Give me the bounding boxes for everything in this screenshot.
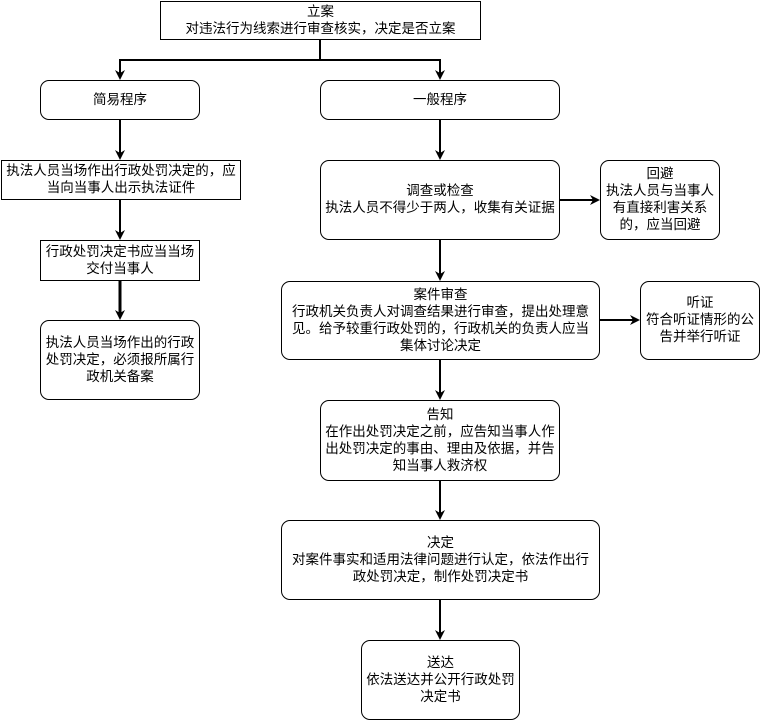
node-decision-text-line: 对案件事实和适用法律问题进行认定，依法作出行: [292, 551, 589, 568]
node-notification-title: 告知: [426, 406, 454, 423]
node-decision: 决定 对案件事实和适用法律问题进行认定，依法作出行 政处罚决定，制作处罚决定书: [281, 520, 600, 600]
node-investigation-title: 调查或检查: [406, 183, 474, 199]
node-filing-text-line: 对违法行为线索进行审查核实，决定是否立案: [185, 20, 456, 37]
node-recusal-text-line: 的，应当回避: [619, 217, 701, 233]
node-delivery-text-line: 依法送达并公开行政处罚: [366, 671, 515, 688]
node-notification-text-line: 知当事人救济权: [392, 457, 488, 474]
node-notification-text-line: 在作出处罚决定之前，应告知当事人作: [325, 423, 555, 440]
node-delivery-text-line: 决定书: [420, 688, 461, 705]
node-filing-title: 立案: [307, 3, 334, 20]
node-investigation: 调查或检查 执法人员不得少于两人，收集有关证据: [320, 160, 560, 240]
node-simple-procedure: 简易程序: [40, 80, 200, 120]
node-recusal-text-line: 执法人员与当事人: [606, 183, 714, 199]
node-onsite-decision: 执法人员当场作出行政处罚决定的，应 当向当事人出示执法证件: [1, 160, 241, 200]
node-hearing-text-line: 告并举行听证: [659, 329, 741, 345]
node-case-review: 案件审查 行政机关负责人对调查结果进行审查，提出处理意 见。给予较重行政处罚的，…: [281, 281, 600, 360]
node-case-review-text-line: 集体讨论决定: [400, 337, 481, 354]
node-simple-procedure-title: 简易程序: [93, 91, 147, 108]
node-general-procedure-title: 一般程序: [413, 91, 467, 108]
node-delivery-title: 送达: [427, 654, 454, 671]
node-recusal-title: 回避: [646, 166, 674, 182]
node-notification: 告知 在作出处罚决定之前，应告知当事人作 出处罚决定的事由、理由及依据，并告 知…: [320, 400, 560, 481]
node-case-review-title: 案件审查: [413, 286, 468, 303]
node-general-procedure: 一般程序: [320, 80, 560, 120]
node-onsite-decision-text-line: 执法人员当场作出行政处罚决定的，应: [6, 163, 236, 179]
node-hearing-text-line: 符合听证情形的公: [646, 312, 754, 328]
node-recusal-text-line: 有直接利害关系: [612, 200, 708, 216]
node-hearing-title: 听证: [686, 295, 714, 311]
node-record-filing-text-line: 处罚决定，必须报所属行: [45, 351, 195, 368]
node-case-review-text-line: 见。给予较重行政处罚的，行政机关的负责人应当: [292, 320, 589, 337]
node-investigation-text-line: 执法人员不得少于两人，收集有关证据: [325, 200, 555, 216]
node-deliver-onsite: 行政处罚决定书应当当场 交付当事人: [40, 240, 200, 281]
node-recusal: 回避 执法人员与当事人 有直接利害关系 的，应当回避: [600, 160, 720, 240]
node-filing: 立案 对违法行为线索进行审查核实，决定是否立案: [160, 1, 481, 40]
node-record-filing: 执法人员当场作出的行政 处罚决定，必须报所属行 政机关备案: [40, 320, 200, 400]
node-notification-text-line: 出处罚决定的事由、理由及依据，并告: [325, 440, 555, 457]
node-onsite-decision-text-line: 当向当事人出示执法证件: [46, 180, 196, 196]
node-record-filing-text-line: 执法人员当场作出的行政: [45, 334, 195, 351]
node-case-review-text-line: 行政机关负责人对调查结果进行审查，提出处理意: [292, 303, 589, 320]
node-decision-text-line: 政处罚决定，制作处罚决定书: [352, 568, 529, 585]
node-deliver-onsite-text-line: 交付当事人: [86, 260, 154, 277]
node-deliver-onsite-text-line: 行政处罚决定书应当当场: [45, 243, 195, 260]
node-decision-title: 决定: [427, 534, 454, 551]
node-record-filing-text-line: 政机关备案: [86, 368, 154, 385]
node-delivery: 送达 依法送达并公开行政处罚 决定书: [361, 640, 520, 720]
node-hearing: 听证 符合听证情形的公 告并举行听证: [640, 281, 760, 360]
